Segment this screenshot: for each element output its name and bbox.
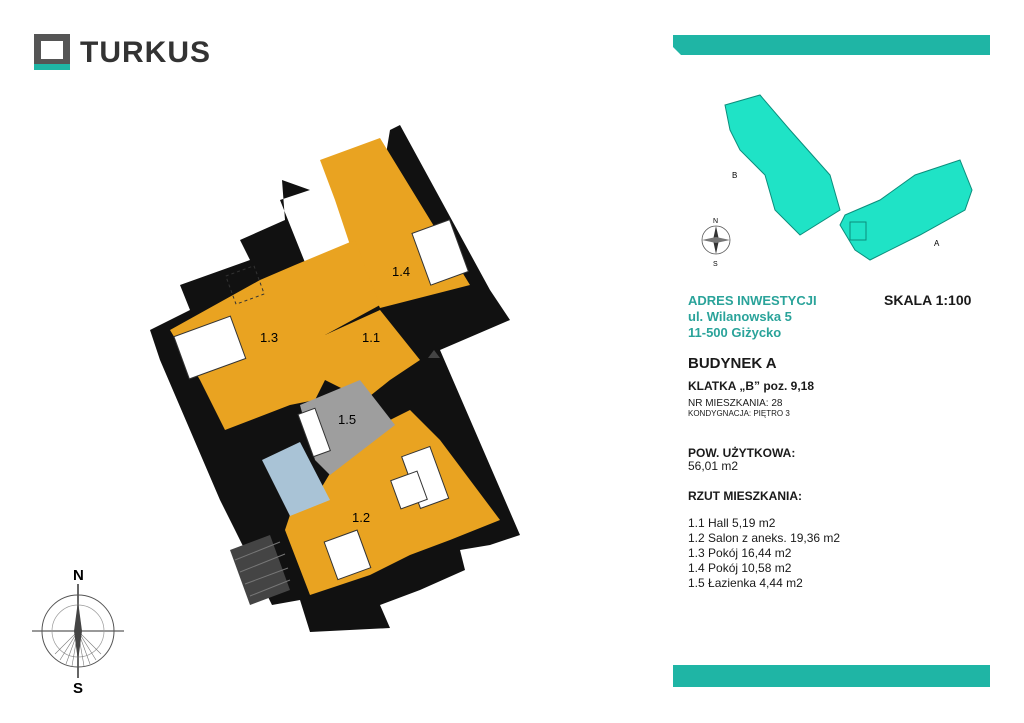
usable-area-heading: POW. UŻYTKOWA: (688, 446, 796, 460)
floor-plan: 1.1 1.2 1.3 1.4 1.5 (150, 125, 520, 632)
kitchen-area (262, 442, 330, 516)
plan-label-1-3: 1.3 (260, 330, 278, 345)
bed-1-4 (411, 219, 470, 286)
site-compass-icon (701, 225, 731, 255)
list-item: 1.4 Pokój 10,58 m2 (688, 561, 792, 575)
site-compass-s: S (713, 261, 718, 268)
site-compass-n: N (713, 218, 718, 225)
bed-1-3 (173, 315, 247, 380)
list-item: 1.5 Łazienka 4,44 m2 (688, 576, 803, 590)
room-1-3 (170, 240, 380, 430)
site-label-a: A (934, 239, 940, 248)
plan-label-1-5: 1.5 (338, 412, 356, 427)
site-plan: B A N S (701, 94, 973, 268)
compass-icon: N S (32, 567, 124, 696)
logo-text: TURKUS (80, 36, 211, 69)
building-title: BUDYNEK A (688, 355, 777, 372)
address-street: ul. Wilanowska 5 (688, 309, 792, 324)
list-item: 1.3 Pokój 16,44 m2 (688, 546, 792, 560)
building-a-annex (849, 221, 867, 241)
plan-label-1-1: 1.1 (362, 330, 380, 345)
top-accent-bar (673, 35, 990, 55)
compass-s: S (73, 680, 83, 696)
address-heading: ADRES INWESTYCJI (688, 293, 817, 308)
balcony (230, 535, 291, 605)
site-label-b: B (732, 171, 737, 180)
stairwell-label: KLATKA „B” poz. 9,18 (688, 379, 815, 393)
floor-label: KONDYGNACJA: PIĘTRO 3 (688, 409, 790, 418)
usable-area-value: 56,01 m2 (688, 459, 739, 473)
compass-n: N (73, 567, 84, 584)
plan-label-1-4: 1.4 (392, 264, 410, 279)
turkus-logo: TURKUS (34, 34, 234, 74)
armchair (390, 470, 428, 510)
logo-mark-icon (34, 34, 70, 70)
room-1-1 (325, 310, 420, 400)
list-item: 1.2 Salon z aneks. 19,36 m2 (688, 531, 841, 545)
address-block: ADRES INWESTYCJI ul. Wilanowska 5 11-500… (688, 293, 817, 341)
bathtub (297, 407, 331, 458)
entrance-arrow-icon (428, 350, 440, 358)
apartment-number: NR MIESZKANIA: 28 (688, 398, 783, 409)
address-city: 11-500 Giżycko (688, 325, 782, 340)
plan-label-1-2: 1.2 (352, 510, 370, 525)
scale-label: SKALA 1:100 (884, 292, 972, 308)
room-list: 1.1 Hall 5,19 m2 1.2 Salon z aneks. 19,3… (688, 516, 840, 591)
plan-heading: RZUT MIESZKANIA: (688, 489, 802, 503)
bottom-accent-bar (673, 665, 990, 687)
building-a-shape (839, 159, 973, 261)
dining-table (323, 529, 372, 581)
building-b-shape (724, 94, 841, 236)
list-item: 1.1 Hall 5,19 m2 (688, 516, 776, 530)
furniture (173, 219, 470, 581)
